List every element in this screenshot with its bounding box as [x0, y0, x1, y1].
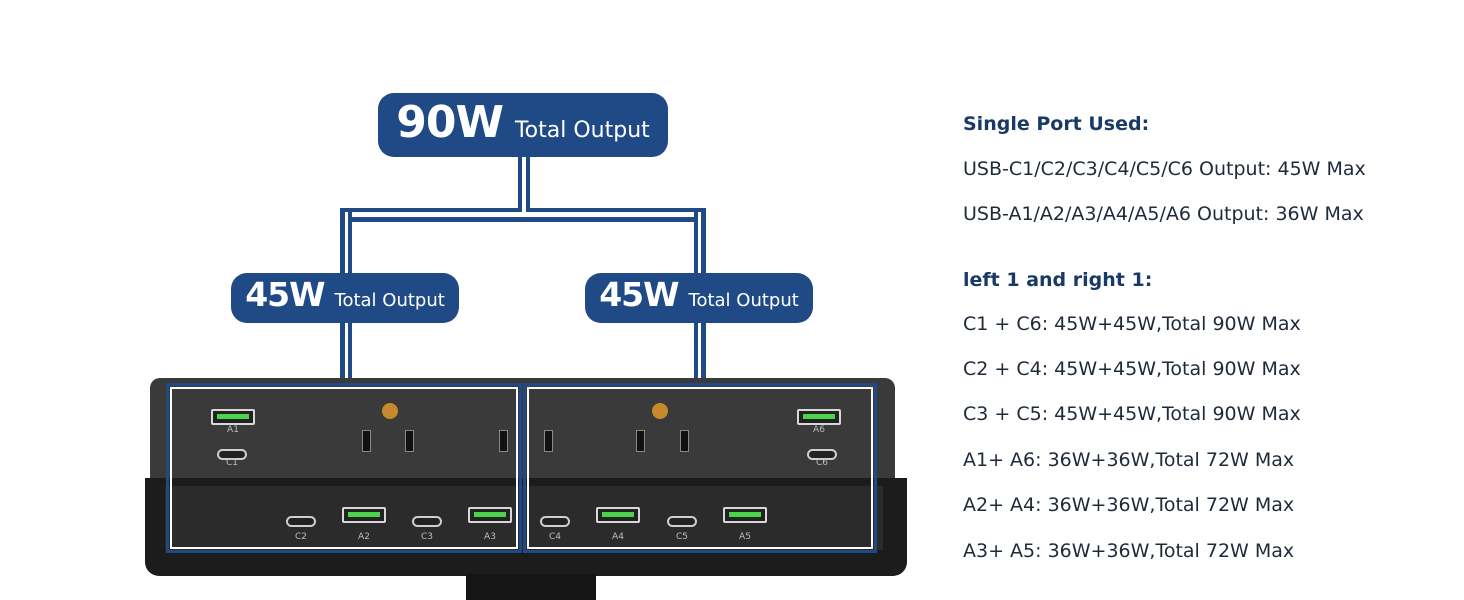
connector-left-lower-gap — [345, 321, 348, 383]
outlet-slot — [499, 430, 508, 452]
total-output-badge: 90W Total Output — [378, 93, 668, 157]
right-output-badge: 45W Total Output — [585, 273, 813, 323]
outlet-ground-right — [652, 403, 668, 419]
usb-c1-port — [217, 449, 247, 460]
pair-heading: left 1 and right 1: — [963, 269, 1153, 291]
pair-line: A3+ A5: 36W+36W,Total 72W Max — [963, 540, 1295, 562]
usb-c2-port — [286, 516, 316, 527]
port-label-a5: A5 — [739, 532, 751, 542]
port-label-a1: A1 — [227, 425, 239, 435]
usb-a4-port — [596, 507, 640, 523]
port-label-c3: C3 — [420, 532, 433, 542]
pair-line: C2 + C4: 45W+45W,Total 90W Max — [963, 358, 1301, 380]
usb-a1-port — [211, 409, 255, 425]
port-label-a2: A2 — [358, 532, 370, 542]
outlet-slot — [636, 430, 645, 452]
port-label-a3: A3 — [484, 532, 496, 542]
single-port-heading: Single Port Used: — [963, 113, 1150, 135]
left-group-frame — [166, 383, 522, 553]
usb-c4-port — [540, 516, 570, 527]
usb-c5-port — [667, 516, 697, 527]
pair-line: A2+ A4: 36W+36W,Total 72W Max — [963, 494, 1295, 516]
power-strip-top — [150, 378, 895, 486]
left-output-value: 45W — [245, 275, 325, 314]
connector-trunk-gap — [522, 155, 526, 211]
outlet-ground-left — [382, 403, 398, 419]
right-output-label: Total Output — [688, 290, 799, 311]
outlet-slot — [362, 430, 371, 452]
connector-right-lower-gap — [698, 321, 701, 383]
total-output-value: 90W — [396, 97, 504, 148]
connector-right-gap — [698, 212, 701, 275]
outlet-slot — [680, 430, 689, 452]
port-label-c4: C4 — [548, 532, 561, 542]
usb-a3-port — [468, 507, 512, 523]
pair-line: C3 + C5: 45W+45W,Total 90W Max — [963, 403, 1301, 425]
connector-left-gap — [345, 212, 348, 275]
left-output-badge: 45W Total Output — [231, 273, 459, 323]
connector-crossbar-join — [522, 208, 526, 217]
pair-line: A1+ A6: 36W+36W,Total 72W Max — [963, 449, 1295, 471]
power-strip-stand — [466, 574, 596, 600]
port-label-c5: C5 — [675, 532, 688, 542]
port-label-a6: A6 — [813, 425, 825, 435]
port-label-a4: A4 — [612, 532, 624, 542]
outlet-slot — [544, 430, 553, 452]
usb-a5-port — [723, 507, 767, 523]
single-port-line: USB-C1/C2/C3/C4/C5/C6 Output: 45W Max — [963, 158, 1366, 180]
usb-a6-port — [797, 409, 841, 425]
pair-line: C1 + C6: 45W+45W,Total 90W Max — [963, 313, 1301, 335]
right-group-frame — [523, 383, 877, 553]
port-label-c6: C6 — [815, 458, 828, 468]
outlet-slot — [405, 430, 414, 452]
usb-c3-port — [412, 516, 442, 527]
usb-a2-port — [342, 507, 386, 523]
left-output-label: Total Output — [334, 290, 445, 311]
total-output-label: Total Output — [514, 118, 650, 143]
port-label-c1: C1 — [225, 458, 238, 468]
right-group-frame-inner — [527, 387, 873, 549]
left-group-frame-inner — [170, 387, 518, 549]
single-port-line: USB-A1/A2/A3/A4/A5/A6 Output: 36W Max — [963, 203, 1364, 225]
port-label-c2: C2 — [294, 532, 307, 542]
usb-c6-port — [807, 449, 837, 460]
right-output-value: 45W — [599, 275, 679, 314]
